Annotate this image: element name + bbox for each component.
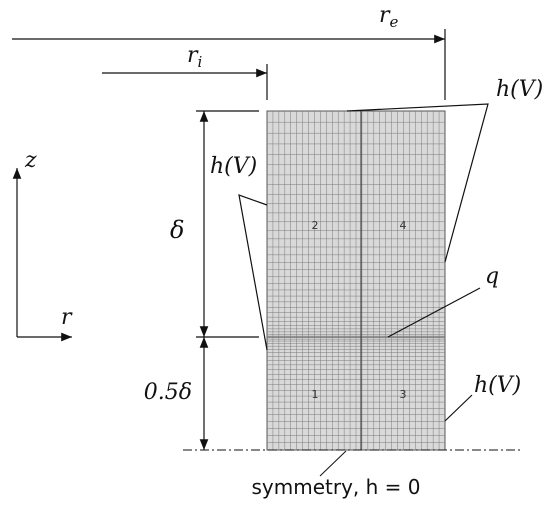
r-axis-label: r — [61, 305, 73, 330]
ri-dimension: ri — [102, 43, 268, 100]
hv-top-right-label: h(V) — [496, 77, 543, 102]
z-axis-label: z — [24, 148, 37, 173]
region-4-label: 4 — [400, 219, 407, 232]
region-3-label: 3 — [400, 388, 407, 401]
delta-dimension: δ 0.5δ — [144, 110, 259, 450]
ri-label: ri — [187, 43, 203, 71]
mesh-grid-lines — [267, 111, 445, 450]
region-1-label: 1 — [312, 388, 319, 401]
hv-left-label: h(V) — [210, 154, 257, 179]
hv-left-callout: h(V) — [210, 154, 268, 351]
hv-bottom-right-callout: h(V) — [444, 373, 521, 422]
symmetry-label: symmetry, h = 0 — [251, 475, 420, 499]
coordinate-axes: z r — [12, 148, 73, 342]
delta-label: δ — [170, 216, 184, 244]
re-label: re — [379, 3, 399, 31]
hv-top-right-callout: h(V) — [346, 77, 543, 263]
q-label: q — [485, 264, 499, 289]
re-dimension: re — [12, 3, 446, 100]
region-2-label: 2 — [312, 219, 319, 232]
mesh-block — [266, 110, 446, 451]
hv-bottom-right-label: h(V) — [474, 373, 521, 398]
symmetry-line: symmetry, h = 0 — [183, 449, 520, 499]
q-callout: q — [387, 264, 499, 338]
half-delta-label: 0.5δ — [144, 380, 192, 405]
